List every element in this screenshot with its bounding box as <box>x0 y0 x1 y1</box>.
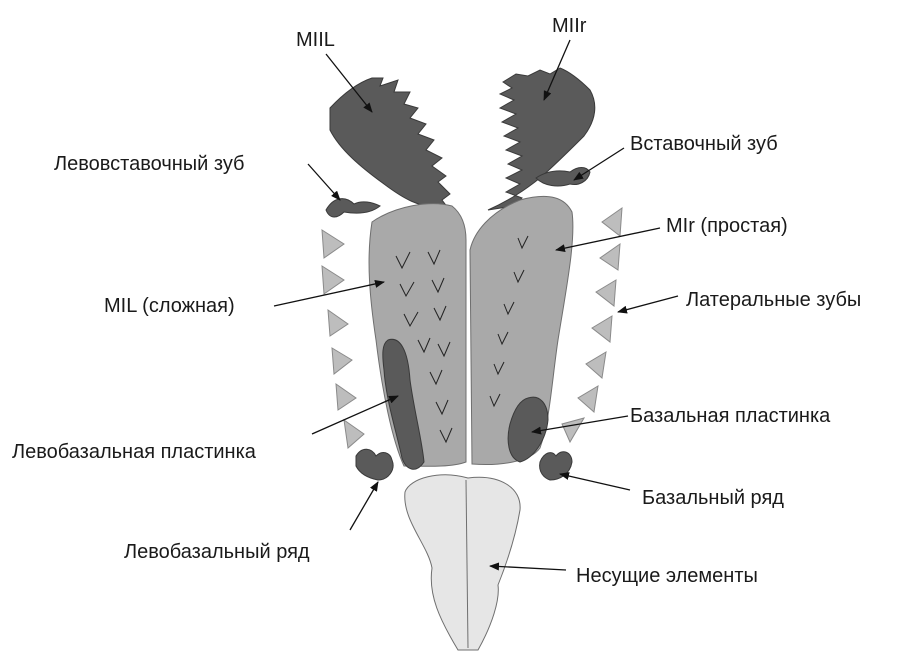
label-mir-simple: MIr (простая) <box>666 215 788 237</box>
label-carrier-elements: Несущие элементы <box>576 565 758 587</box>
label-left-insert-tooth: Левовставочный зуб <box>54 153 245 175</box>
label-basal-plate: Базальная пластинка <box>630 405 831 427</box>
left-lateral-teeth <box>322 230 364 448</box>
label-insert-tooth: Вставочный зуб <box>630 133 778 155</box>
carrier-elements-shape <box>405 475 520 650</box>
left-insert-tooth-shape <box>326 199 380 217</box>
label-miir: MIIr <box>552 15 587 37</box>
label-left-basal-plate: Левобазальная пластинка <box>12 441 257 463</box>
left-basal-row-shape <box>356 449 393 480</box>
label-left-basal-row: Левобазальный ряд <box>124 541 310 563</box>
label-lateral-teeth: Латеральные зубы <box>686 289 861 311</box>
miil-shape <box>330 78 450 208</box>
miir-shape <box>488 68 595 210</box>
label-basal-row: Базальный ряд <box>642 487 784 509</box>
label-miil: MIIL <box>296 29 335 51</box>
label-mil-complex: MIL (сложная) <box>104 295 235 317</box>
